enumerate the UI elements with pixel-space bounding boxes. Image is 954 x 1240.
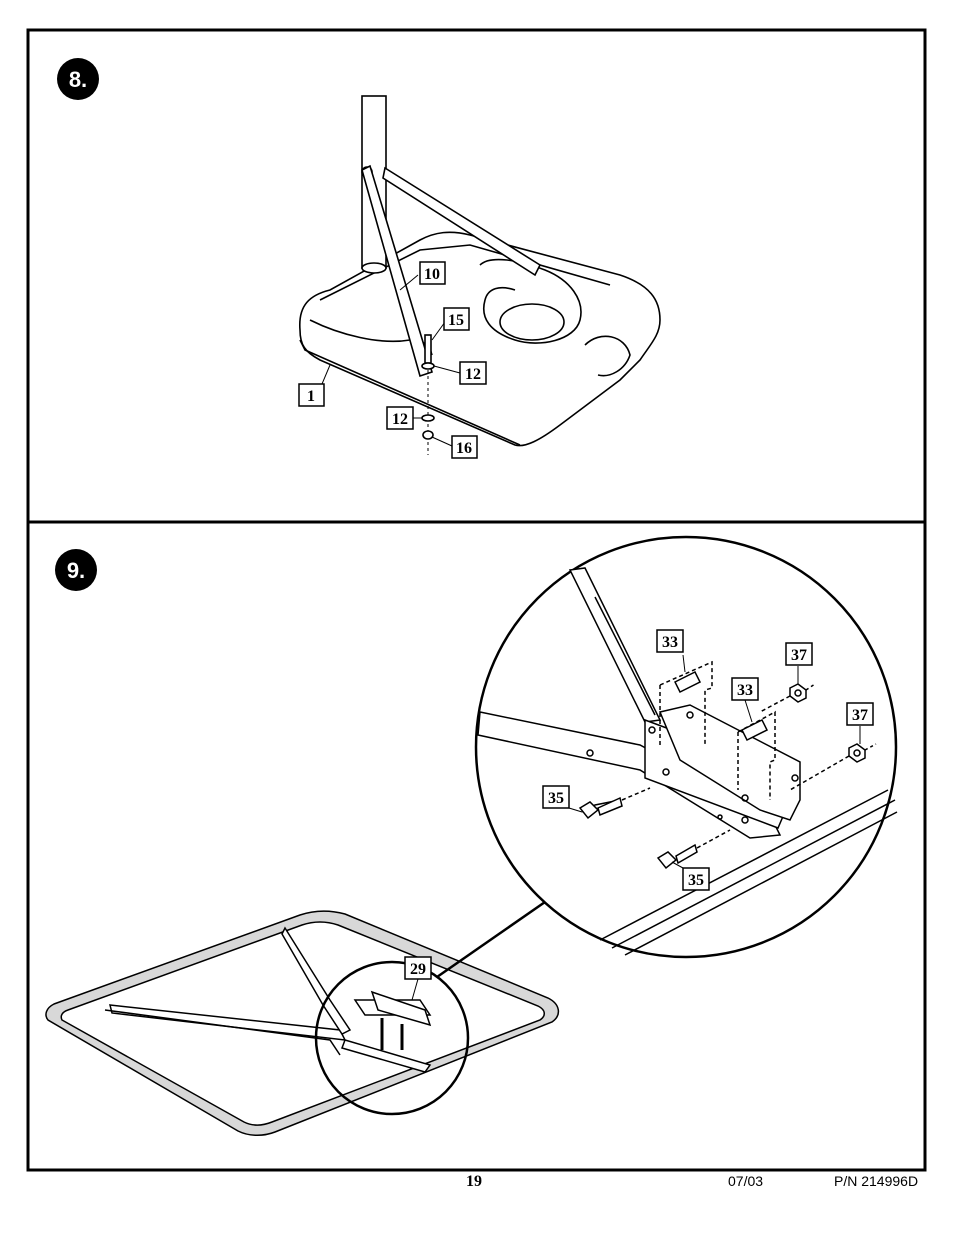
svg-text:12: 12 — [392, 411, 408, 428]
support-arm — [361, 164, 433, 378]
svg-text:35: 35 — [688, 872, 704, 889]
part-number: P/N 214996D — [834, 1173, 919, 1189]
step-9-badge: 9. — [55, 549, 97, 591]
callout-12-lower: 12 — [386, 406, 414, 430]
callout-33-lower: 33 — [731, 677, 759, 701]
callout-33-upper: 33 — [656, 629, 684, 653]
base-right-recess — [584, 335, 631, 377]
callout-29: 29 — [404, 956, 432, 1001]
svg-text:29: 29 — [410, 961, 426, 978]
svg-text:16: 16 — [456, 440, 472, 457]
callout-15: 15 — [443, 307, 470, 331]
step-8-illustration — [299, 95, 661, 455]
callout-10: 10 — [419, 261, 446, 285]
callout-16: 16 — [451, 435, 478, 459]
callout-35-bottom: 35 — [682, 867, 710, 891]
callout-37-lower: 37 — [846, 702, 874, 726]
svg-text:15: 15 — [448, 312, 464, 329]
nut-16 — [422, 430, 434, 440]
base-bottom-edge — [299, 339, 521, 446]
callout-37-upper: 37 — [785, 642, 813, 666]
step-8-badge: 8. — [57, 58, 99, 100]
washer-12-lower — [421, 414, 435, 422]
svg-text:35: 35 — [548, 790, 564, 807]
svg-text:1: 1 — [307, 388, 315, 405]
svg-text:37: 37 — [791, 647, 807, 664]
callout-35-left: 35 — [542, 785, 570, 809]
svg-text:33: 33 — [662, 634, 678, 651]
callout-1: 1 — [298, 383, 325, 407]
detail-magnified-circle — [474, 535, 898, 959]
base-pocket-hole — [499, 303, 565, 341]
back-brace — [382, 166, 542, 277]
step-9-frame — [26, 520, 927, 1172]
svg-text:33: 33 — [737, 682, 753, 699]
step-9-number: 9. — [67, 558, 85, 583]
svg-text:37: 37 — [852, 707, 868, 724]
detail-source-circle — [314, 960, 470, 1116]
bolt-15 — [424, 334, 432, 364]
revision-date: 07/03 — [728, 1173, 764, 1189]
svg-text:12: 12 — [465, 366, 481, 383]
callout-12-upper: 12 — [459, 361, 487, 385]
step-8-number: 8. — [69, 67, 87, 92]
page-number: 19 — [466, 1173, 482, 1190]
svg-text:10: 10 — [424, 266, 440, 283]
